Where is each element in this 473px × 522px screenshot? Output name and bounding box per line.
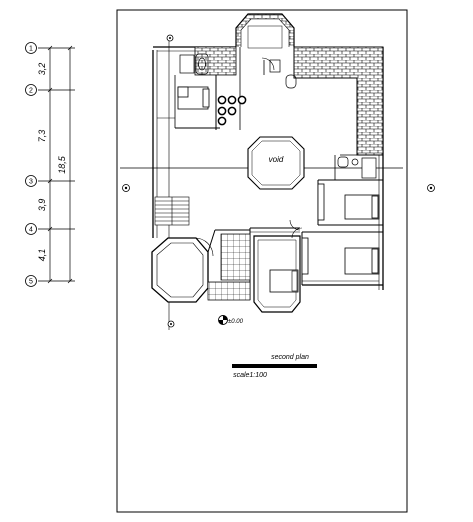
scale-bar	[232, 364, 317, 368]
axis-bubble-5: 5	[25, 275, 37, 287]
svg-text:2: 2	[29, 88, 33, 95]
void-opening: void	[247, 136, 305, 190]
bathroom-fixtures	[179, 53, 297, 89]
dimension-label: 3,2	[37, 63, 47, 76]
level-label: ±0.00	[228, 319, 244, 325]
dimension-label: 4,1	[37, 249, 47, 262]
svg-text:4: 4	[29, 227, 33, 234]
tiled-corridor	[207, 233, 251, 301]
axis-bubble-4: 4	[25, 223, 37, 235]
dining-chairs	[217, 95, 247, 126]
octagon-bay	[151, 237, 209, 303]
dimension-label: 3,9	[37, 199, 47, 212]
bed	[177, 86, 210, 110]
sheet-border	[116, 9, 408, 513]
svg-text:5: 5	[29, 279, 33, 286]
scale-label: scale1:100	[233, 372, 267, 379]
bathroom-right-fixtures	[337, 156, 377, 179]
dimension-label: 7,3	[37, 130, 47, 143]
lower-bedroom	[253, 235, 301, 313]
overall-dimension-label: 18,5	[57, 155, 67, 174]
door-swings	[194, 57, 303, 257]
axis-bubble-2: 2	[25, 84, 37, 96]
svg-text:3: 3	[29, 179, 33, 186]
north-bay	[235, 13, 295, 49]
axis-bubble-3: 3	[25, 175, 37, 187]
level-marker: ±0.00	[218, 315, 244, 325]
plan-title: second plan	[271, 354, 309, 361]
svg-text:1: 1	[29, 46, 33, 53]
dimension-chain	[38, 45, 75, 284]
axis-bubble-1: 1	[25, 42, 37, 54]
bedroom-beds	[301, 183, 380, 275]
staircase	[154, 196, 190, 226]
room-label-void: void	[269, 155, 284, 164]
